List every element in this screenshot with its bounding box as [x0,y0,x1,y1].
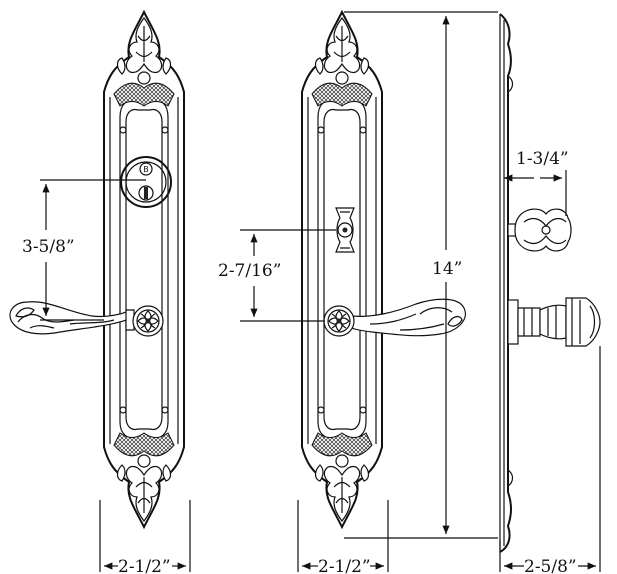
dimension-plate-width-left: 2-1/2” [99,500,191,574]
side-profile-view [499,13,601,553]
cylinder-icon: B [120,156,172,208]
dimension-label-2-5-8: 2-5/8” [524,557,577,574]
dimension-label-14: 14” [432,259,462,279]
dimension-label-2-1-2-middle: 2-1/2” [318,557,371,574]
dimension-knob-projection: 1-3/4” [504,149,569,216]
left-rosette [132,305,164,337]
left-escutcheon-plate [103,11,185,528]
middle-escutcheon-plate [301,11,383,528]
middle-rosette [323,305,355,337]
dimension-label-1-3-4: 1-3/4” [516,149,569,169]
dimension-plate-height: 14” [344,11,498,539]
dimension-thumbturn-offset: 2-7/16” [218,229,336,322]
dimension-label-2-7-16: 2-7/16” [218,261,281,281]
dimension-label-3-5-8: 3-5/8” [22,237,75,257]
dimension-label-2-1-2-left: 2-1/2” [118,557,171,574]
dimension-keyhole-offset: 3-5/8” [22,179,146,321]
dimension-plate-width-middle: 2-1/2” [297,500,389,574]
thumbturn-icon [335,207,355,253]
middle-lever-handle [351,298,466,337]
left-lever-handle [9,301,135,335]
dimension-lever-projection: 2-5/8” [499,346,601,574]
cylinder-mark: B [143,165,149,174]
